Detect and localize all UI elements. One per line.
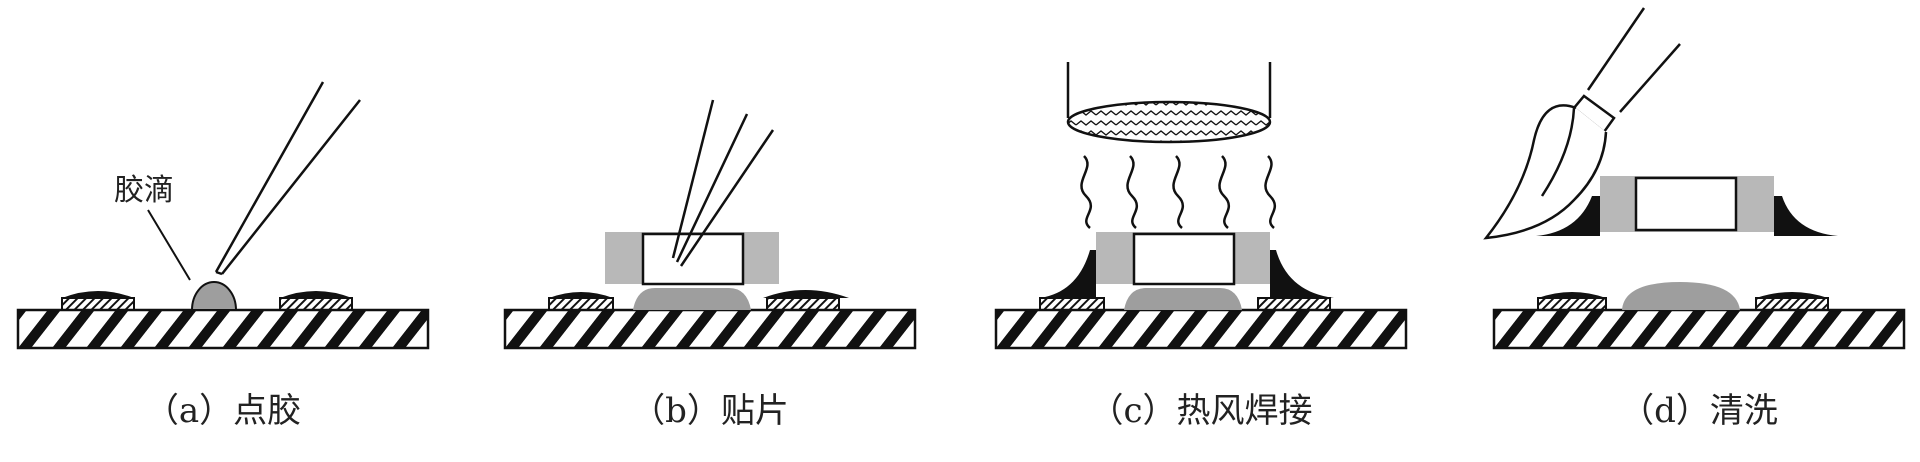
panel-d-caption: （d）清洗 bbox=[1620, 391, 1778, 431]
panel-b-placement: （b）贴片 bbox=[503, 99, 917, 431]
solder-pad bbox=[548, 297, 614, 311]
pcb-board bbox=[16, 308, 430, 350]
solder-pad bbox=[1755, 297, 1829, 311]
adhesive-layer bbox=[633, 288, 751, 310]
solder-pad bbox=[61, 297, 135, 311]
callout-leader bbox=[147, 209, 191, 281]
tweezers bbox=[671, 99, 715, 259]
pcb-board bbox=[1492, 308, 1906, 350]
solder-pad bbox=[1537, 297, 1607, 311]
adhesive-residue bbox=[1622, 282, 1740, 310]
solder-paste bbox=[1756, 292, 1828, 298]
chip-component bbox=[1132, 232, 1236, 286]
panel-d-cleaning: （d）清洗 bbox=[1483, 7, 1906, 431]
solder-paste bbox=[763, 290, 849, 298]
panel-c-hot-air-soldering: （c）热风焊接 bbox=[994, 62, 1408, 431]
tweezers bbox=[675, 113, 749, 263]
solder-paste bbox=[62, 291, 134, 298]
solder-paste bbox=[280, 291, 352, 298]
chip-component bbox=[641, 232, 745, 286]
dispensing-needle-tip bbox=[215, 270, 223, 276]
solder-pad bbox=[1039, 297, 1105, 311]
panel-a-caption: （a）点胶 bbox=[145, 391, 301, 431]
pcb-board bbox=[994, 308, 1408, 350]
solder-paste bbox=[549, 292, 613, 298]
solder-pad bbox=[766, 297, 840, 311]
solder-fillet bbox=[1774, 196, 1838, 236]
solder-fillet bbox=[1040, 250, 1096, 298]
nozzle-mesh bbox=[1066, 100, 1272, 144]
adhesive-drop bbox=[190, 281, 238, 311]
tweezers bbox=[679, 129, 775, 267]
solder-paste bbox=[1538, 292, 1606, 298]
dispensing-needle bbox=[221, 99, 361, 275]
panel-c-caption: （c）热风焊接 bbox=[1089, 391, 1312, 431]
solder-fillet bbox=[1270, 250, 1334, 298]
solder-fillet bbox=[1536, 196, 1600, 236]
adhesive-layer bbox=[1124, 288, 1242, 310]
hot-air-waves bbox=[1080, 155, 1277, 229]
dispensing-needle bbox=[214, 81, 325, 273]
solder-pad bbox=[279, 297, 353, 311]
pcb-board bbox=[503, 308, 917, 350]
panel-b-caption: （b）贴片 bbox=[631, 391, 789, 431]
panel-a-dispensing: 胶滴 （a）点胶 bbox=[16, 81, 430, 431]
cleaning-brush bbox=[1483, 7, 1681, 240]
chip-component bbox=[1634, 176, 1738, 232]
solder-pad bbox=[1257, 297, 1331, 311]
callout-adhesive-label: 胶滴 bbox=[114, 173, 174, 208]
